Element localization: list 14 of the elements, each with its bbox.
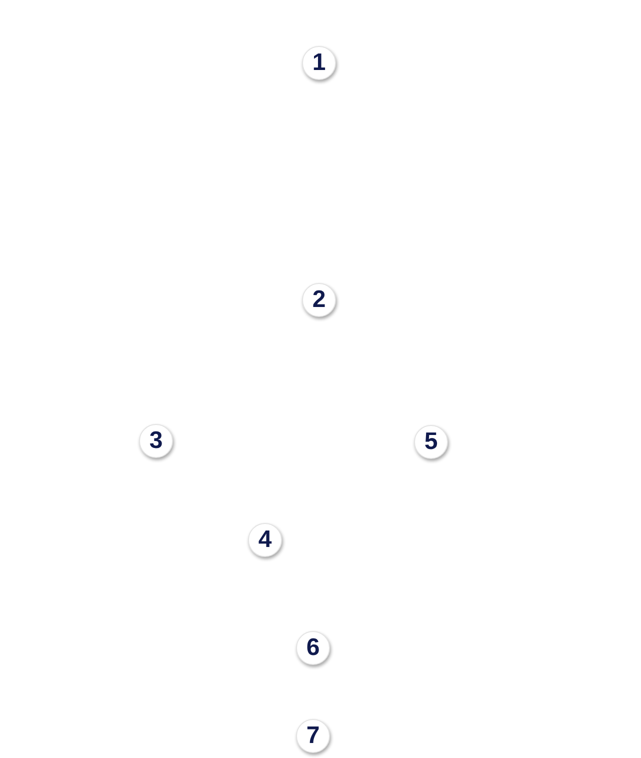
callout-number: 1 bbox=[312, 51, 326, 75]
callout-number: 3 bbox=[149, 429, 163, 453]
callout-circle bbox=[248, 523, 282, 557]
callout-circle bbox=[296, 719, 330, 753]
callout-circle bbox=[296, 631, 330, 665]
callout-number: 7 bbox=[306, 724, 320, 748]
callout-number: 2 bbox=[312, 288, 326, 312]
callout-circle bbox=[302, 283, 336, 317]
callout-circle bbox=[414, 425, 448, 459]
callout-circle bbox=[139, 424, 173, 458]
callout-circle bbox=[302, 46, 336, 80]
callout-number: 5 bbox=[424, 430, 438, 454]
callout-number: 6 bbox=[306, 636, 320, 660]
callout-number: 4 bbox=[258, 528, 272, 552]
